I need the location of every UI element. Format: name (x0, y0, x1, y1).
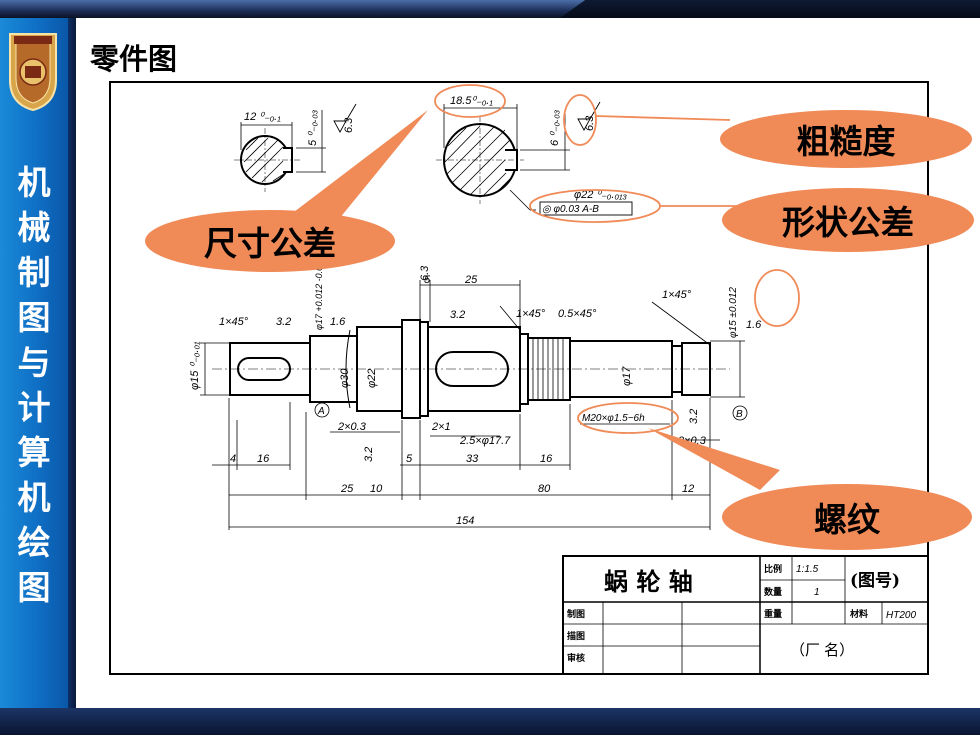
sidebar-char: 算 (17, 433, 51, 472)
slide-title: 零件图 (90, 42, 178, 76)
dimension-lines (200, 280, 748, 530)
roughness-3-2-d: 3.2 (363, 447, 375, 462)
chamfer-1x45-right: 1×45° (662, 289, 692, 301)
dim-5-top: 5 (424, 274, 431, 286)
fcf-text: ◎ φ0.03 A-B (542, 204, 599, 215)
roughness-3-2-b: 3.2 (450, 309, 465, 321)
roughness-3-2-c: 3.2 (688, 409, 700, 424)
dim-phi15-tol: φ15 ±0.012 (728, 287, 739, 338)
dim-phi15-left: φ15 ⁰₋₀.₀₁ (189, 341, 201, 390)
checked-by-label: 审核 (567, 652, 585, 663)
roughness-6-3-a: 6.3 (343, 117, 355, 133)
sidebar-char: 与 (17, 343, 51, 382)
dim-5: 5 ⁰₋₀.₀₃ (307, 109, 319, 146)
dim-6: 6 ⁰₋₀.₀₃ (549, 109, 561, 146)
sidebar-char: 图 (17, 298, 51, 337)
top-bar (0, 0, 980, 18)
chamfer-0-5x45: 0.5×45° (558, 308, 597, 320)
top-bar-notch (560, 0, 980, 18)
callout-dimension-tolerance: 尺寸公差 (145, 210, 395, 272)
dim-phi22: φ22 (366, 369, 378, 388)
dim-80: 80 (538, 483, 551, 495)
roughness-6-3-b: 6.3 (584, 115, 596, 131)
leader-dimension-tolerance (290, 110, 428, 230)
factory-name: （厂 名） (790, 642, 854, 659)
section-view-left (234, 110, 326, 192)
scale-value: 1:1.5 (796, 564, 819, 575)
drawing-number: (图号) (850, 571, 900, 591)
dim-33: 33 (466, 453, 479, 465)
highlight-annotations (434, 84, 800, 434)
groove-2-5xphi17-7: 2.5×φ17.7 (459, 435, 511, 447)
drawing-frame (109, 81, 929, 675)
sidebar-char: 计 (17, 388, 51, 427)
sidebar-char: 制 (17, 253, 51, 292)
dim-5-bottom: 5 (406, 453, 413, 465)
chamfer-1x45-left: 1×45° (219, 316, 249, 328)
section-view-right (436, 104, 570, 211)
dim-10: 10 (370, 483, 383, 495)
sidebar-vertical-title: 机 械 制 图 与 计 算 机 绘 图 (8, 160, 60, 610)
dim-154: 154 (456, 515, 474, 527)
material-value: HT200 (886, 610, 916, 621)
roughness-3-2-a: 3.2 (276, 316, 291, 328)
thread-spec: M20×φ1.5−6h (582, 413, 645, 424)
qty-label: 数量 (764, 586, 782, 597)
shaft-main-view (212, 319, 730, 419)
traced-by-label: 描图 (567, 630, 585, 641)
dim-25-top: 25 (464, 274, 478, 286)
roughness-6-3-c: 6.3 (419, 265, 431, 281)
sidebar-char: 机 (17, 478, 51, 517)
dim-phi22-tol: φ22 ⁰₋₀.₀₁₃ (574, 189, 627, 201)
bottom-bar (0, 708, 980, 735)
chamfer-1x45-mid: 1×45° (516, 308, 546, 320)
dim-18-5: 18.5⁰₋₀.₁ (450, 95, 493, 107)
dim-12-bottom: 12 (682, 483, 694, 495)
university-logo (9, 33, 57, 112)
drawn-by-label: 制图 (567, 608, 585, 619)
sidebar-char: 机 (17, 163, 51, 202)
feature-control-frame (539, 201, 633, 216)
roughness-1-6-a: 1.6 (330, 316, 346, 328)
weight-label: 重量 (764, 608, 782, 619)
dim-phi30: φ30 (339, 368, 351, 388)
dim-25: 25 (340, 483, 354, 495)
scale-label: 比例 (764, 563, 782, 574)
sidebar-char: 图 (17, 568, 51, 607)
title-block (562, 555, 929, 675)
dim-phi17: φ17 (621, 366, 633, 386)
sidebar-char: 绘 (17, 523, 51, 562)
callout-roughness: 粗糙度 (720, 110, 972, 168)
qty-value: 1 (814, 587, 820, 598)
datum-a: A (317, 406, 325, 417)
datum-b: B (736, 409, 743, 420)
callout-thread: 螺纹 (722, 484, 972, 550)
dim-16-right: 16 (540, 453, 553, 465)
leader-thread (648, 428, 780, 490)
sidebar-char: 械 (17, 208, 51, 247)
dim-12: 12 ⁰₋₀.₁ (244, 111, 281, 123)
groove-2x1: 2×1 (431, 421, 451, 433)
dim-16-left: 16 (257, 453, 270, 465)
part-name: 蜗 轮 轴 (604, 567, 693, 596)
dim-phi17-tol: φ17 +0.012 -0.001 (314, 256, 324, 330)
callout-form-tolerance: 形状公差 (722, 188, 974, 252)
roughness-symbol (333, 103, 357, 133)
sidebar-edge (68, 18, 76, 708)
material-label: 材料 (849, 608, 868, 619)
sidebar (0, 18, 68, 708)
roughness-1-6-b: 1.6 (746, 319, 762, 331)
groove-2x0-3: 2×0.3 (337, 421, 367, 433)
dim-4: 4 (230, 453, 236, 465)
